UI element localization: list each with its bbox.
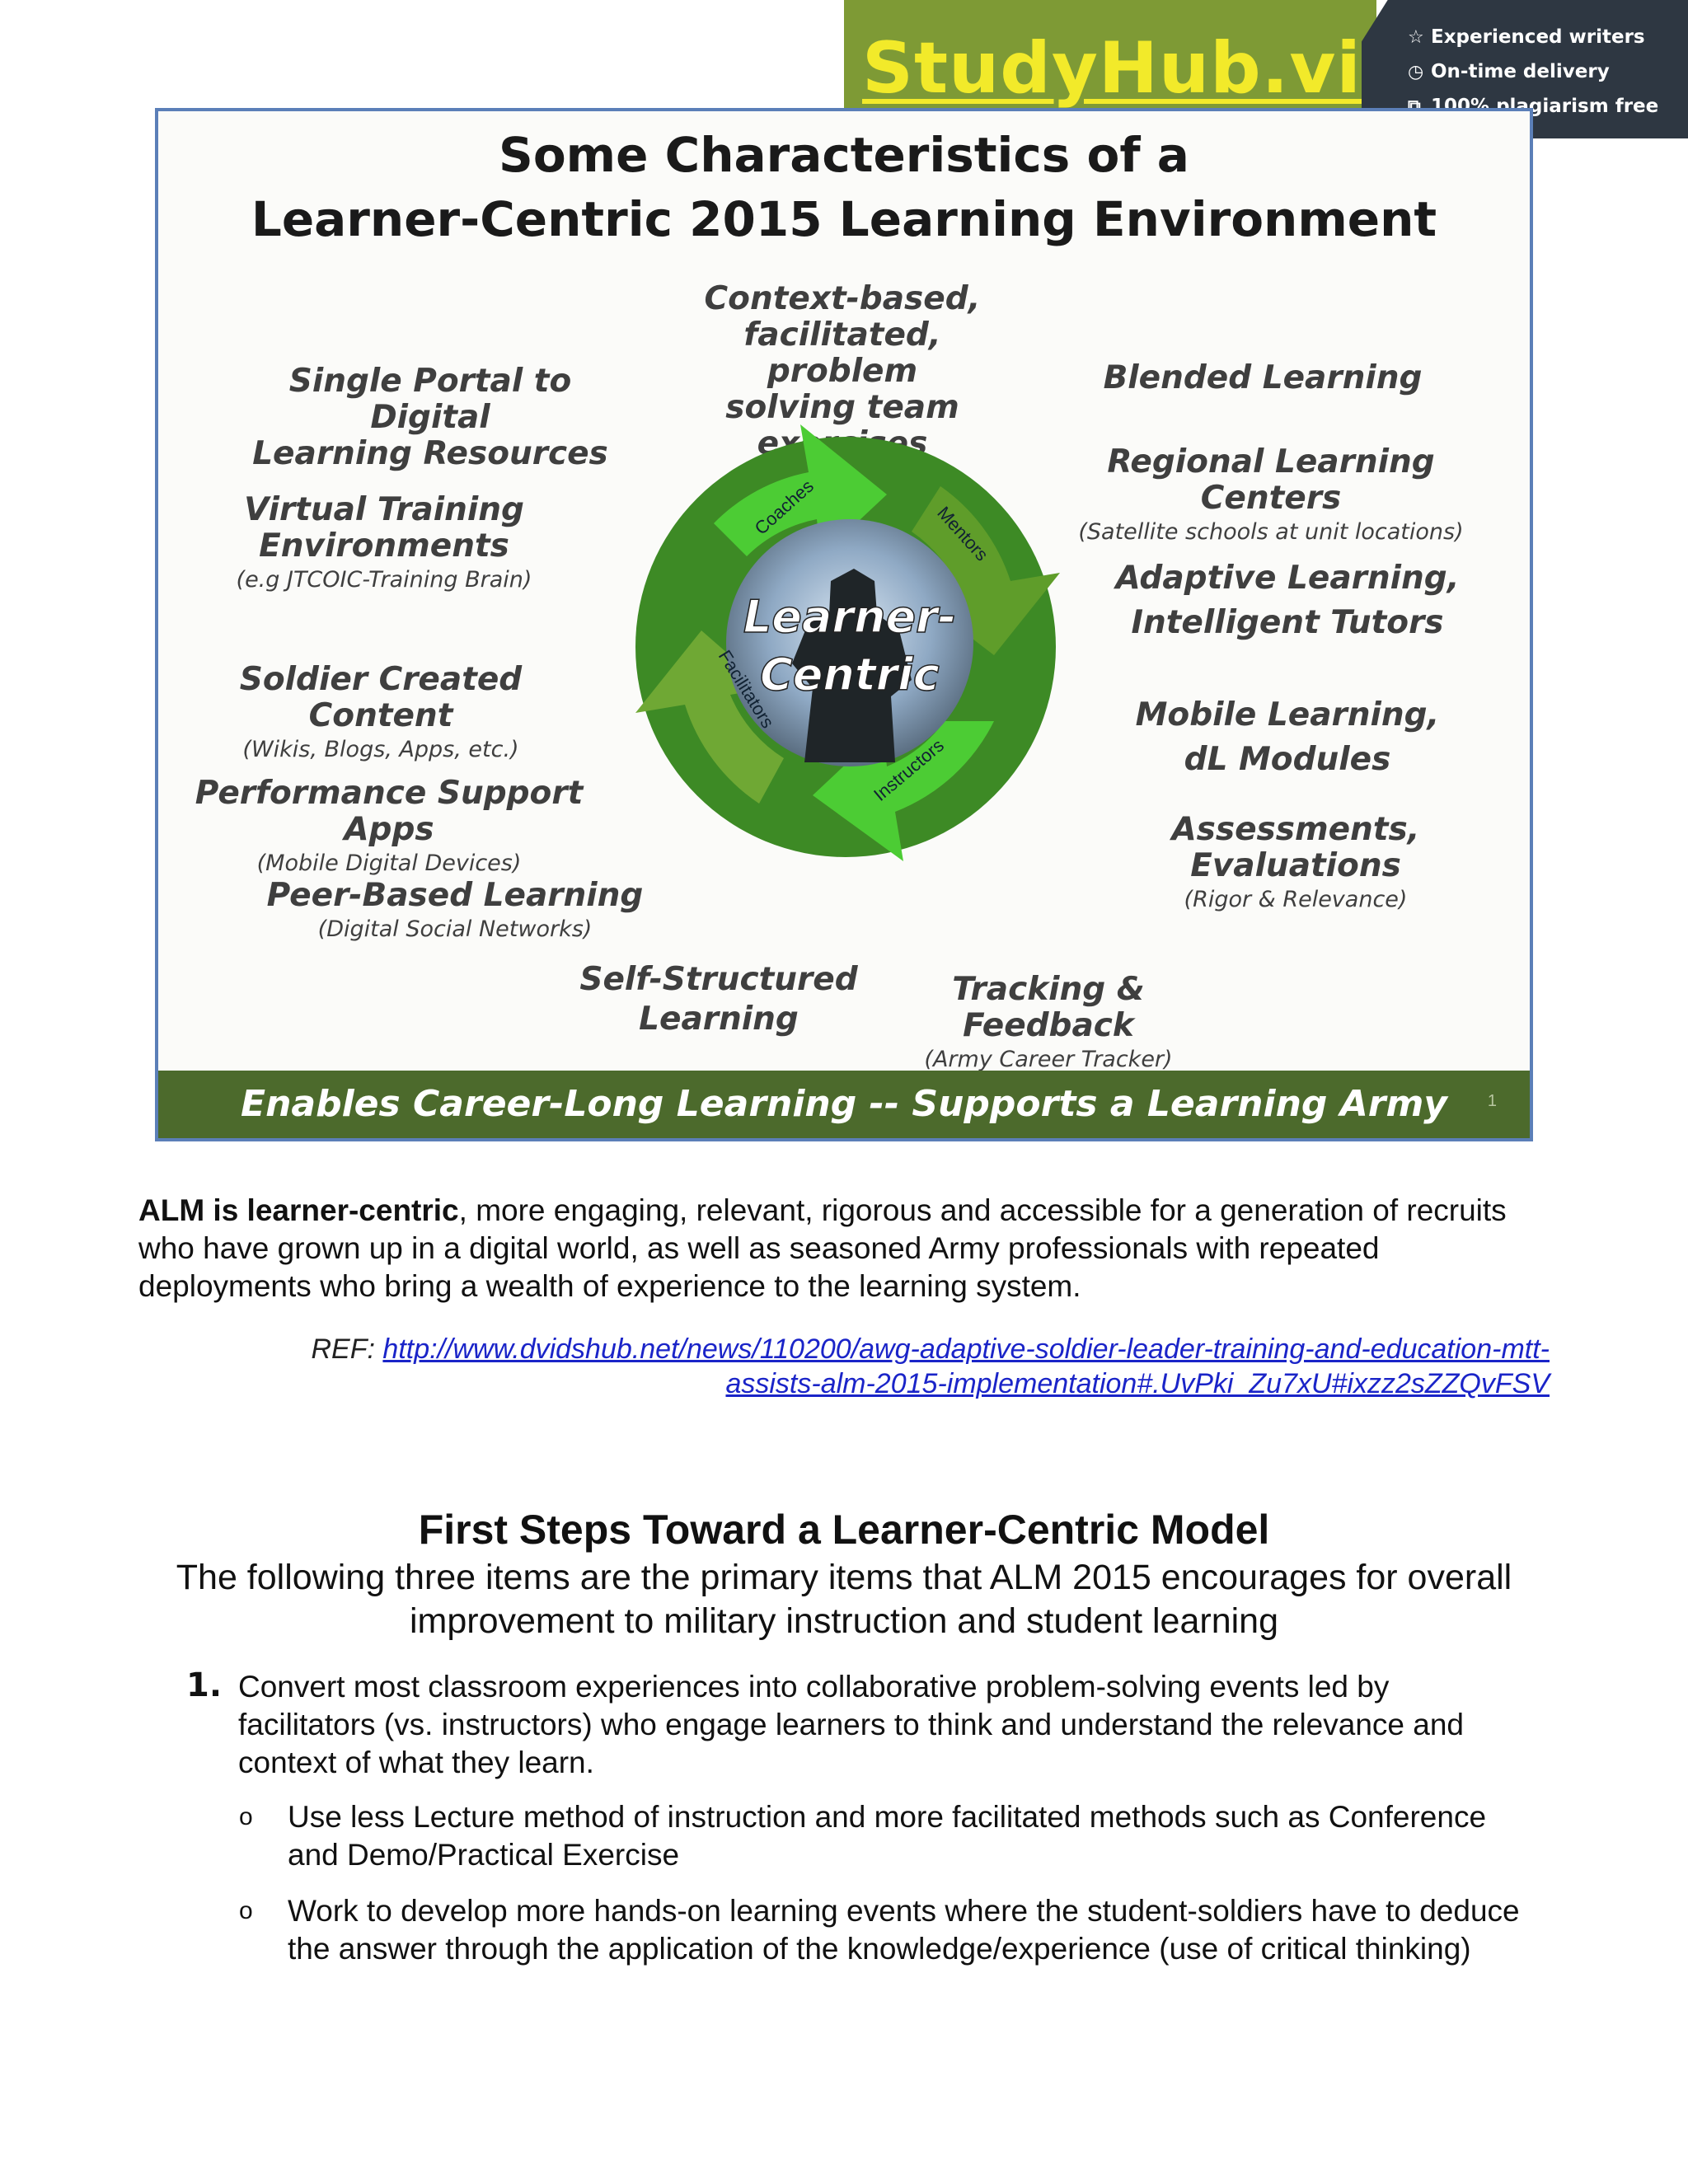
feature-adaptive-learning: Adaptive Learning, Intelligent Tutors	[1098, 556, 1477, 645]
feature-assessments: Assessments, Evaluations (Rigor & Releva…	[1147, 812, 1444, 914]
feature-regional-centers: Regional Learning Centers (Satellite sch…	[1048, 444, 1493, 546]
feature-blended-learning: Blended Learning	[1065, 360, 1461, 396]
list-item-number: 1.	[186, 1666, 222, 1704]
wheel-center-line2: Centric	[760, 649, 940, 701]
feature-on-time-delivery: ◷ On-time delivery	[1408, 54, 1680, 89]
reference: REF: http://www.dvidshub.net/news/110200…	[165, 1332, 1550, 1401]
wheel-center-line1: Learner-	[743, 591, 956, 643]
clock-icon: ◷	[1408, 62, 1431, 82]
learner-centric-wheel: Learner- Centric Coaches Mentors Instruc…	[615, 416, 1076, 878]
slide-footer-bar: Enables Career-Long Learning -- Supports…	[158, 1071, 1530, 1138]
feature-virtual-training: Virtual Training Environments (e.g JTCOI…	[195, 492, 574, 594]
list-item-text: Convert most classroom experiences into …	[238, 1668, 1524, 1782]
feature-performance-support: Performance Support Apps (Mobile Digital…	[175, 776, 603, 878]
feature-mobile-learning: Mobile Learning, dL Modules	[1106, 693, 1469, 782]
slide-footer-text: Enables Career-Long Learning -- Supports…	[158, 1071, 1530, 1138]
section-heading: First Steps Toward a Learner-Centric Mod…	[0, 1505, 1688, 1554]
bullet-circle-icon: o	[239, 1892, 253, 1930]
alm-paragraph: ALM is learner-centric, more engaging, r…	[138, 1192, 1556, 1305]
reference-link-part2[interactable]: assists-alm-2015-implementation#.UvPki_Z…	[725, 1368, 1550, 1399]
reference-label: REF:	[312, 1333, 383, 1365]
reference-link-part1[interactable]: http://www.dvidshub.net/news/110200/awg-…	[382, 1333, 1550, 1365]
feature-tracking-feedback: Tracking & Feedback (Army Career Tracker…	[867, 972, 1230, 1074]
bullet-circle-icon: o	[239, 1798, 253, 1836]
feature-soldier-created-content: Soldier Created Content (Wikis, Blogs, A…	[183, 662, 579, 764]
slide-image: Some Characteristics of a Learner-Centri…	[155, 108, 1533, 1141]
reference-line1: REF: http://www.dvidshub.net/news/110200…	[165, 1332, 1550, 1366]
brand-logo[interactable]: StudyHub.vip	[862, 23, 1357, 114]
feature-label: Experienced writers	[1431, 26, 1645, 48]
feature-single-portal: Single Portal to Digital Learning Resour…	[224, 363, 636, 472]
star-outline-icon: ☆	[1408, 27, 1431, 48]
alm-paragraph-bold: ALM is learner-centric	[138, 1193, 459, 1227]
reference-line2: assists-alm-2015-implementation#.UvPki_Z…	[165, 1366, 1550, 1401]
sub-bullet-text: Work to develop more hands-on learning e…	[288, 1892, 1524, 1968]
slide-title-line1: Some Characteristics of a	[158, 123, 1530, 187]
slide-title: Some Characteristics of a Learner-Centri…	[158, 123, 1530, 251]
section-subheading: The following three items are the primar…	[124, 1556, 1564, 1643]
feature-experienced-writers: ☆ Experienced writers	[1408, 20, 1680, 54]
slide-title-line2: Learner-Centric 2015 Learning Environmen…	[158, 187, 1530, 251]
slide-page-number: 1	[1488, 1092, 1497, 1111]
sub-bullet-text: Use less Lecture method of instruction a…	[288, 1798, 1524, 1874]
feature-label: On-time delivery	[1431, 61, 1610, 82]
feature-peer-based-learning: Peer-Based Learning (Digital Social Netw…	[257, 878, 653, 944]
feature-self-structured: Self-Structured Learning	[554, 960, 884, 1039]
